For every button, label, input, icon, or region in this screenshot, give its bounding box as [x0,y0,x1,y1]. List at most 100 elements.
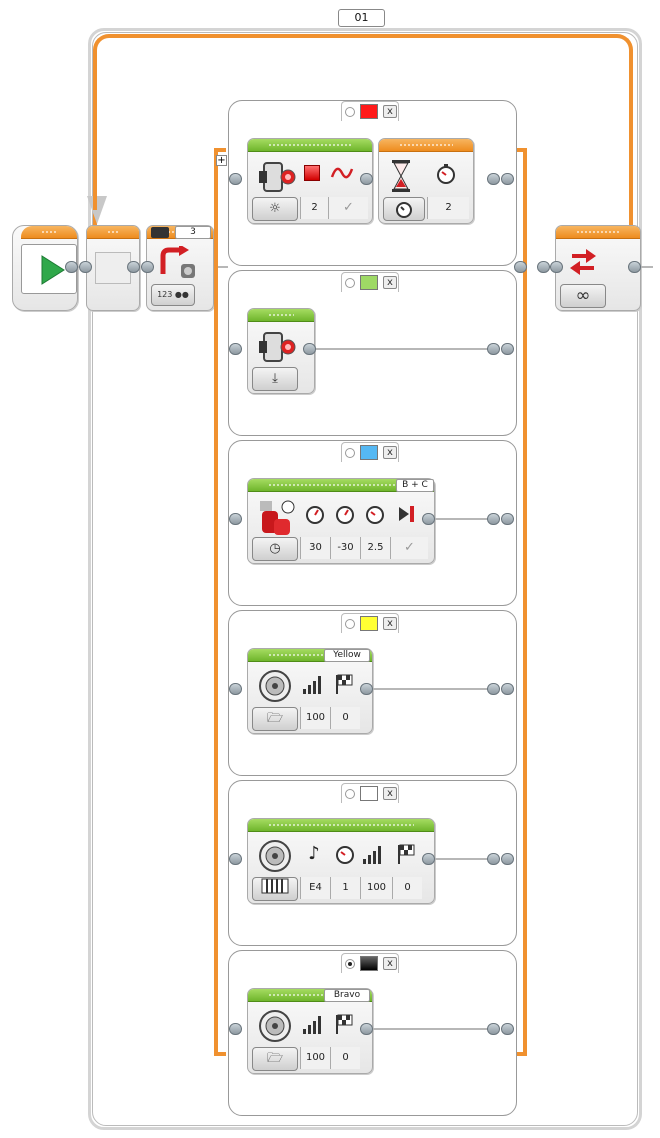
loop-arrow-icon [87,196,107,224]
brake-icon [396,503,418,525]
speaker-icon [258,1009,292,1043]
wait-mode-button[interactable] [383,197,425,221]
left-power-param[interactable]: 30 [300,537,330,559]
case-white-default-radio[interactable] [345,789,355,799]
play-type-param-black[interactable]: 0 [330,1047,360,1069]
color-sensor-check-param[interactable]: ✓ [328,197,368,219]
play-type-param-yellow[interactable]: 0 [330,707,360,729]
speed-left-icon [304,503,326,525]
note-param[interactable]: E4 [300,877,330,899]
switch-left-bracket [214,148,226,1056]
wait-block[interactable]: 2 [378,138,474,224]
switch-block[interactable]: 3 123 ●● [146,225,214,311]
switch-right-bracket [517,148,527,1056]
seconds-param[interactable]: 2.5 [360,537,390,559]
switch-port-label[interactable]: 3 [175,226,211,239]
sound-file-block-yellow[interactable]: Yellow 🗁 100 0 [247,648,373,734]
sound-file-block-black[interactable]: Bravo 🗁 100 0 [247,988,373,1074]
clock-mode-icon: ◷ [269,541,281,556]
case-green-swatch[interactable] [360,275,378,290]
volume-icon [362,843,386,865]
move-tank-port-tag[interactable]: B + C [396,479,434,492]
duration-icon [334,843,356,865]
wait-seconds-param[interactable]: 2 [427,197,469,219]
hourglass-icon [391,159,411,193]
case-yellow-close-button[interactable]: x [383,617,397,630]
volume-param-black[interactable]: 100 [300,1047,330,1069]
sound-file-mode-button-yellow[interactable]: 🗁 [252,707,298,731]
timer-icon [435,163,457,185]
folder-icon: 🗁 [266,1051,284,1066]
loop-frame [88,28,642,1130]
color-sensor-icon [258,329,296,363]
duration-param[interactable]: 1 [330,877,360,899]
case-green-default-radio[interactable] [345,278,355,288]
loop-mode-button[interactable]: ∞ [560,284,606,308]
sound-file-mode-button-black[interactable]: 🗁 [252,1047,298,1071]
case-green-close-button[interactable]: x [383,276,397,289]
volume-param-tone[interactable]: 100 [360,877,392,899]
case-yellow-header: x [341,613,399,633]
case-yellow-swatch[interactable] [360,616,378,631]
move-tank-mode-button[interactable]: ◷ [252,537,298,561]
light-icon: ☼ [269,201,281,216]
volume-icon [302,1013,326,1035]
volume-param-yellow[interactable]: 100 [300,707,330,729]
play-type-flag-icon [396,843,418,865]
download-mode-button[interactable]: ⤓ [252,367,298,391]
loop-name-field[interactable]: 01 [338,9,385,27]
switch-mode-label: 123 [157,290,173,299]
case-blue-default-radio[interactable] [345,448,355,458]
color-red-icon [304,165,320,181]
color-sensor-icon [258,159,296,193]
loop-end-block[interactable]: ∞ [555,225,641,311]
case-red-default-radio[interactable] [345,107,355,117]
color-sensor-port-param[interactable]: 2 [300,197,328,219]
sound-tone-mode-button[interactable] [252,877,298,901]
case-blue-header: x [341,442,399,462]
sound-file-name-yellow[interactable]: Yellow [324,649,370,662]
speaker-icon [258,669,292,703]
tank-motors-icon [256,497,296,535]
color-sensor-mode-button[interactable]: ☼ [252,197,298,221]
sensor-download-block[interactable]: ⤓ [247,308,315,394]
infinity-icon: ∞ [575,285,591,306]
switch-port-tab-icon[interactable] [151,227,169,238]
move-tank-block[interactable]: B + C ◷ 30 -30 2.5 ✓ [247,478,435,564]
speed-right-icon [334,503,356,525]
note-icon: ♪ [308,843,320,864]
add-case-button[interactable]: + [216,155,227,166]
sound-tone-block[interactable]: ♪ E4 1 100 0 [247,818,435,904]
play-type-flag-icon [334,1013,356,1035]
loop-left-strip [95,252,131,284]
seconds-icon [364,503,386,525]
case-red-swatch[interactable] [360,104,378,119]
case-green-header: x [341,272,399,292]
case-white-swatch[interactable] [360,786,378,801]
case-black-header: x [341,953,399,973]
color-sensor-block[interactable]: ☼ 2 ✓ [247,138,373,224]
case-black-default-radio[interactable] [345,959,355,969]
sound-file-name-black[interactable]: Bravo [324,989,370,1002]
brake-param[interactable]: ✓ [390,537,428,559]
case-blue-close-button[interactable]: x [383,446,397,459]
play-type-flag-icon [334,673,356,695]
timer-mode-icon [396,202,412,218]
case-white-close-button[interactable]: x [383,787,397,800]
volume-icon [302,673,326,695]
case-black-close-button[interactable]: x [383,957,397,970]
switch-icon [155,244,195,278]
case-black-swatch[interactable] [360,956,378,971]
case-red-close-button[interactable]: x [383,105,397,118]
case-yellow-default-radio[interactable] [345,619,355,629]
folder-icon: 🗁 [266,711,284,726]
start-output-port [65,261,78,273]
loop-start-block[interactable] [86,225,140,311]
switch-mode-button[interactable]: 123 ●● [151,284,195,306]
right-power-param[interactable]: -30 [330,537,360,559]
case-blue-swatch[interactable] [360,445,378,460]
download-icon: ⤓ [272,371,278,386]
case-white-header: x [341,783,399,803]
play-type-param-tone[interactable]: 0 [392,877,422,899]
